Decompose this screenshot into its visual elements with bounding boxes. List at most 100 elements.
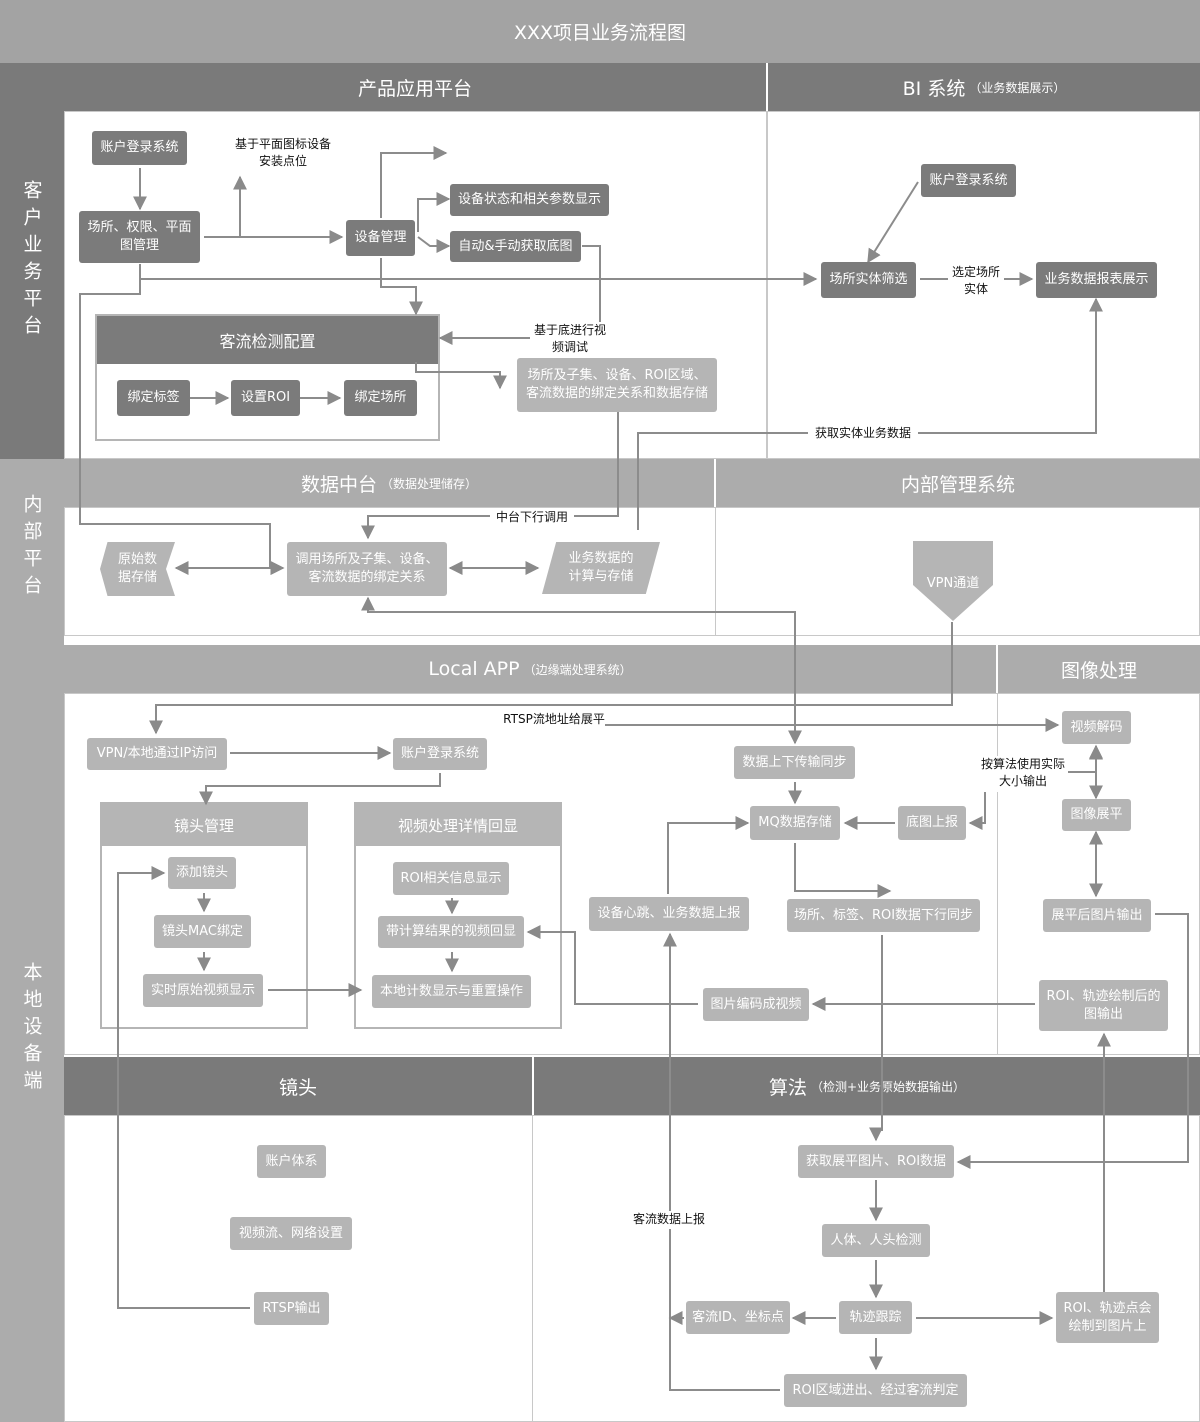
- arrow-site-to-binding-left: [79, 264, 285, 575]
- section-image-proc-header: 图像处理: [998, 645, 1200, 693]
- product-storage-binding-box: 场所及子集、设备、ROI区域、客流数据的绑定关系和数据存储: [517, 358, 717, 412]
- side-label-internal: 内部平台: [0, 459, 64, 636]
- call-binding-box: 调用场所及子集、设备、客流数据的绑定关系: [287, 542, 447, 596]
- vpn-access-box: VPN/本地通过IP访问: [87, 738, 227, 770]
- raw-storage-label: 原始数据存储: [117, 552, 157, 585]
- track-box: 轨迹跟踪: [839, 1301, 912, 1334]
- note-actual-size-output: 按算法使用实际大小输出: [980, 756, 1066, 792]
- add-camera-box: 添加镜头: [168, 857, 236, 889]
- arrow-site-to-install-note: [204, 175, 247, 238]
- product-site-mgmt-box: 场所、权限、平面图管理: [79, 211, 200, 263]
- section-data-center-subtitle: （数据处理储存）: [381, 476, 478, 491]
- down-sync-box: 场所、标签、ROI数据下行同步: [787, 899, 980, 932]
- section-image-proc-title: 图像处理: [1060, 659, 1137, 682]
- arrow-downsync-to-getflat: [869, 935, 883, 1142]
- section-camera-title: 镜头: [278, 1076, 317, 1099]
- arrow-encode-to-playback: [526, 925, 698, 1005]
- note-install-points: 基于平面图标设备安装点位: [232, 136, 334, 174]
- arrow-mq-to-downsync: [794, 843, 892, 898]
- account-system-box: 账户体系: [257, 1145, 326, 1178]
- arrow-device-to-baseimg: [417, 236, 451, 253]
- arrow-heartbeat-to-mq: [667, 816, 750, 894]
- arrow-output-to-base: [968, 790, 986, 830]
- note-video-debug: 基于底进行视频调试: [530, 322, 610, 358]
- section-bi-title: BI 系统: [902, 77, 966, 100]
- note-rtsp-address: RTSP流地址给展平: [503, 711, 605, 747]
- page-title: XXX项目业务流程图: [0, 0, 1200, 63]
- arrow-rtsp-to-addcam: [117, 866, 250, 1309]
- base-upload-box: 底图上报: [898, 806, 966, 840]
- set-roi-box: 设置ROI: [231, 380, 300, 416]
- arrow-binding-to-sync: [361, 596, 802, 745]
- section-bi-subtitle: （业务数据展示）: [969, 80, 1066, 95]
- vpn-channel-label: VPN通道: [926, 575, 980, 591]
- local-login-box: 账户登录系统: [393, 738, 487, 770]
- note-center-call: 中台下行调用: [490, 509, 574, 527]
- section-algorithm-title: 算法: [768, 1076, 807, 1099]
- arrow-judge-to-heartbeat: [663, 932, 780, 1391]
- raw-storage-box: 原始数据存储: [100, 542, 175, 596]
- local-count-box: 本地计数显示与重置操作: [372, 975, 531, 1008]
- flattened-output-box: 展平后图片输出: [1043, 899, 1151, 932]
- note-get-entity-data: 获取实体业务数据: [808, 425, 918, 443]
- product-device-status-box: 设备状态和相关参数显示: [450, 184, 609, 216]
- video-decode-box: 视频解码: [1062, 711, 1131, 744]
- product-login-box: 账户登录系统: [92, 131, 187, 165]
- arrow-flat-to-algo: [956, 913, 1189, 1169]
- stream-network-box: 视频流、网络设置: [230, 1217, 352, 1250]
- arrow-baseimg-to-config: [438, 245, 601, 345]
- encode-video-box: 图片编码成视频: [703, 988, 809, 1021]
- mq-storage-box: MQ数据存储: [750, 806, 840, 840]
- roi-track-output-box: ROI、轨迹绘制后的图输出: [1039, 980, 1168, 1031]
- camera-mac-bind-box: 镜头MAC绑定: [154, 915, 251, 948]
- flow-id-coord-box: 客流ID、坐标点: [686, 1301, 790, 1334]
- arrow-vpn-to-local: [149, 622, 953, 735]
- video-playback-box: 带计算结果的视频回显: [378, 916, 524, 948]
- group-flow-config: 客流检测配置: [95, 314, 440, 441]
- bind-site-box: 绑定场所: [344, 380, 417, 416]
- compute-storage-label: 业务数据的计算与存储: [568, 551, 634, 584]
- side-label-customer: 客户业务平台: [0, 63, 64, 459]
- roi-draw-box: ROI、轨迹点会绘制到图片上: [1056, 1292, 1159, 1343]
- compute-storage-box: 业务数据的计算与存储: [542, 542, 660, 594]
- note-flow-report: 客流数据上报: [624, 1211, 714, 1229]
- section-internal-mgmt-header: 内部管理系统: [716, 459, 1200, 507]
- roi-judge-box: ROI区域进出、经过客流判定: [784, 1374, 967, 1407]
- bi-login-box: 账户登录系统: [921, 164, 1016, 197]
- video-detail-title: 视频处理详情回显: [356, 804, 560, 846]
- arrow-device-to-top: [380, 146, 448, 218]
- image-flatten-box: 图像展平: [1062, 799, 1131, 831]
- arrow-config-to-storage: [415, 362, 507, 390]
- live-video-box: 实时原始视频显示: [143, 974, 263, 1007]
- product-device-mgmt-box: 设备管理: [346, 220, 415, 256]
- side-label-local: 本地设备端: [0, 636, 64, 1422]
- section-internal-mgmt-title: 内部管理系统: [900, 473, 1015, 496]
- get-flat-roi-box: 获取展平图片、ROI数据: [798, 1145, 954, 1178]
- section-algorithm-header: 算法（检测+业务原始数据输出）: [534, 1057, 1200, 1115]
- section-camera-header: 镜头: [64, 1057, 532, 1115]
- section-data-center-header: 数据中台 （数据处理储存）: [64, 459, 714, 507]
- bi-site-filter-box: 场所实体筛选: [821, 262, 916, 298]
- section-product-header: 产品应用平台: [64, 63, 766, 111]
- arrow-output-note-to-decode: [1068, 744, 1103, 773]
- arrow-login-to-cam-mgmt: [199, 773, 441, 806]
- roi-info-box: ROI相关信息显示: [393, 862, 509, 895]
- flow-config-title: 客流检测配置: [97, 316, 438, 364]
- section-data-center-title: 数据中台: [300, 473, 377, 496]
- section-product-title: 产品应用平台: [357, 77, 472, 100]
- detection-box: 人体、人头检测: [822, 1224, 930, 1257]
- bi-report-box: 业务数据报表展示: [1036, 262, 1157, 298]
- camera-mgmt-title: 镜头管理: [102, 804, 306, 846]
- section-algorithm-subtitle: （检测+业务原始数据输出）: [810, 1079, 966, 1094]
- arrow-device-to-status: [417, 192, 451, 232]
- note-select-site: 选定场所实体: [948, 264, 1004, 300]
- rtsp-output-box: RTSP输出: [254, 1292, 329, 1325]
- bind-tag-box: 绑定标签: [117, 380, 190, 416]
- product-base-image-box: 自动&手动获取底图: [450, 231, 581, 262]
- arrow-get-data-to-report: [637, 297, 1103, 530]
- section-bi-header: BI 系统（业务数据展示）: [768, 63, 1200, 111]
- heartbeat-report-box: 设备心跳、业务数据上报: [589, 897, 749, 931]
- arrow-bi-login-to-filter: [867, 181, 919, 264]
- arrow-device-to-config: [380, 258, 423, 316]
- data-sync-box: 数据上下传输同步: [734, 746, 855, 779]
